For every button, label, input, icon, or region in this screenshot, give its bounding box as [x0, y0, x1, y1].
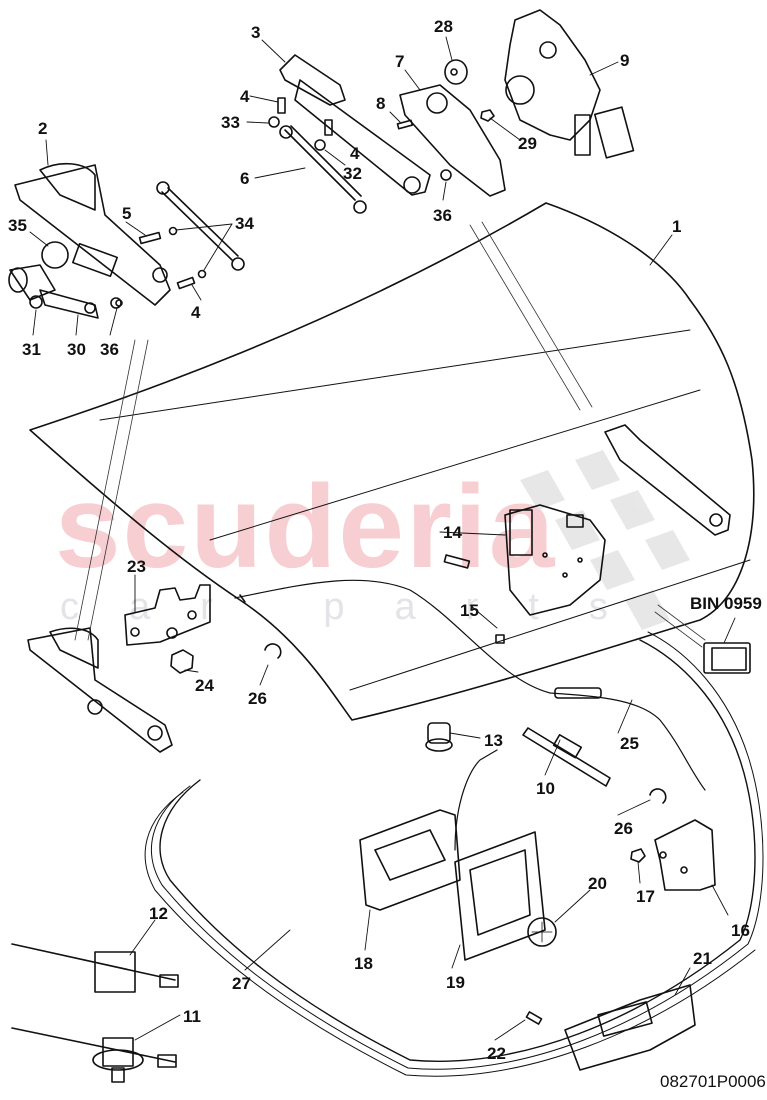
motor-9: [504, 9, 635, 159]
bolt-15: [443, 554, 471, 569]
trunk-lid-outline: [29, 202, 755, 721]
hinge-left-lower: [27, 627, 173, 753]
callout-c34[interactable]: 34: [235, 214, 254, 233]
callout-c18[interactable]: 18: [354, 954, 373, 973]
clip-26b: [649, 788, 667, 804]
callout-c36b[interactable]: 36: [433, 206, 452, 225]
motor-arm-assembly: [8, 241, 122, 319]
callout-c30[interactable]: 30: [67, 340, 86, 359]
callout-c23[interactable]: 23: [127, 557, 146, 576]
callout-c10[interactable]: 10: [536, 779, 555, 798]
projection-lines: [74, 221, 706, 648]
callout-c14[interactable]: 14: [443, 523, 462, 542]
callout-c4b[interactable]: 4: [350, 144, 360, 163]
bump-stop-13: [425, 722, 453, 752]
bracket-16: [654, 819, 716, 891]
bracket-7: [399, 84, 506, 197]
bolt-4b: [324, 119, 333, 136]
callout-c9[interactable]: 9: [620, 51, 630, 70]
callout-c26b[interactable]: 26: [614, 819, 633, 838]
trunk-seal: [159, 639, 756, 1062]
rod-10: [522, 727, 611, 787]
callout-c22[interactable]: 22: [487, 1044, 506, 1063]
nut-17: [630, 848, 646, 863]
washer-34a: [168, 226, 178, 236]
gas-strut-left: [156, 181, 245, 271]
cable-25: [234, 579, 706, 791]
callout-c5[interactable]: 5: [122, 204, 132, 223]
callout-c1[interactable]: 1: [672, 217, 682, 236]
callout-c4c[interactable]: 4: [191, 303, 201, 322]
screw-15: [495, 634, 505, 644]
washer-34b: [197, 269, 207, 279]
cap-33: [268, 116, 280, 128]
wire-harness: [454, 749, 498, 851]
latch-21: [564, 984, 696, 1071]
lock-actuator-14: [504, 504, 606, 616]
bolt-22: [525, 1011, 543, 1025]
callout-c24[interactable]: 24: [195, 676, 214, 695]
bushing-28: [444, 59, 468, 85]
handle-housing-18: [359, 809, 461, 911]
bin-label: BIN 0959: [690, 594, 762, 613]
gas-strut-upper: [279, 125, 367, 214]
callout-c35[interactable]: 35: [8, 216, 27, 235]
bolt-4a: [277, 97, 286, 114]
cable-tie-12: [11, 943, 179, 993]
bolt-4-lower: [176, 276, 196, 290]
callout-c17[interactable]: 17: [636, 887, 655, 906]
drawing-number: 082701P0006: [660, 1072, 766, 1091]
callout-c32[interactable]: 32: [343, 164, 362, 183]
hinge-right-installed: [604, 424, 731, 536]
callout-c28[interactable]: 28: [434, 17, 453, 36]
callout-c11[interactable]: 11: [183, 1007, 201, 1026]
watermark-subtitle: car parts: [60, 586, 658, 628]
callout-c6[interactable]: 6: [240, 169, 250, 188]
hinge-upper-center: [279, 54, 431, 196]
callout-c33[interactable]: 33: [221, 113, 240, 132]
washer-36-upper: [440, 169, 452, 181]
bolt-5: [138, 231, 162, 245]
hinge-left-upper: [14, 162, 171, 306]
callout-c13[interactable]: 13: [484, 731, 503, 750]
cap-32: [314, 139, 326, 151]
callout-c29[interactable]: 29: [518, 134, 537, 153]
callout-c26a[interactable]: 26: [248, 689, 267, 708]
clip-26a: [264, 643, 282, 659]
callout-c15[interactable]: 15: [460, 601, 479, 620]
callout-c25[interactable]: 25: [620, 734, 639, 753]
gasket-19: [454, 831, 546, 961]
cable-tie-11: [11, 1027, 177, 1083]
switch-bin-0959: [703, 642, 751, 674]
callout-c20[interactable]: 20: [588, 874, 607, 893]
callout-c2[interactable]: 2: [38, 119, 48, 138]
callout-c8[interactable]: 8: [376, 94, 386, 113]
callout-c21[interactable]: 21: [693, 949, 712, 968]
callout-c16[interactable]: 16: [731, 921, 750, 940]
nut-24: [170, 649, 194, 674]
washer-36-left: [115, 299, 123, 307]
watermark-brand: scuderia: [55, 461, 557, 593]
callout-c27[interactable]: 27: [232, 974, 251, 993]
bracket-23: [124, 584, 211, 646]
callout-c19[interactable]: 19: [446, 973, 465, 992]
callout-c31[interactable]: 31: [22, 340, 41, 359]
bolt-8: [396, 119, 414, 130]
callout-c12[interactable]: 12: [149, 904, 168, 923]
cable-spring: [554, 687, 602, 699]
leader-lines: [29, 36, 736, 1041]
callout-c4a[interactable]: 4: [240, 87, 250, 106]
grommet-20: [527, 917, 557, 947]
callout-c36a[interactable]: 36: [100, 340, 119, 359]
callout-c7[interactable]: 7: [395, 52, 405, 71]
callout-c3[interactable]: 3: [251, 23, 261, 42]
